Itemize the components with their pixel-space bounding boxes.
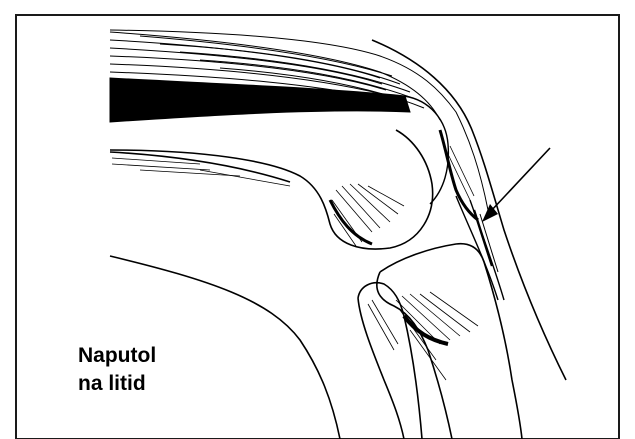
tibia-fibula <box>358 244 522 439</box>
patellar-tendon <box>456 196 504 300</box>
femur <box>110 130 433 249</box>
caption-line-2: na litid <box>78 370 156 398</box>
arrow-icon <box>482 148 550 222</box>
caption-line-1: Naputol <box>78 342 156 370</box>
caption-label: Naputol na litid <box>78 342 156 398</box>
patella <box>404 96 478 220</box>
